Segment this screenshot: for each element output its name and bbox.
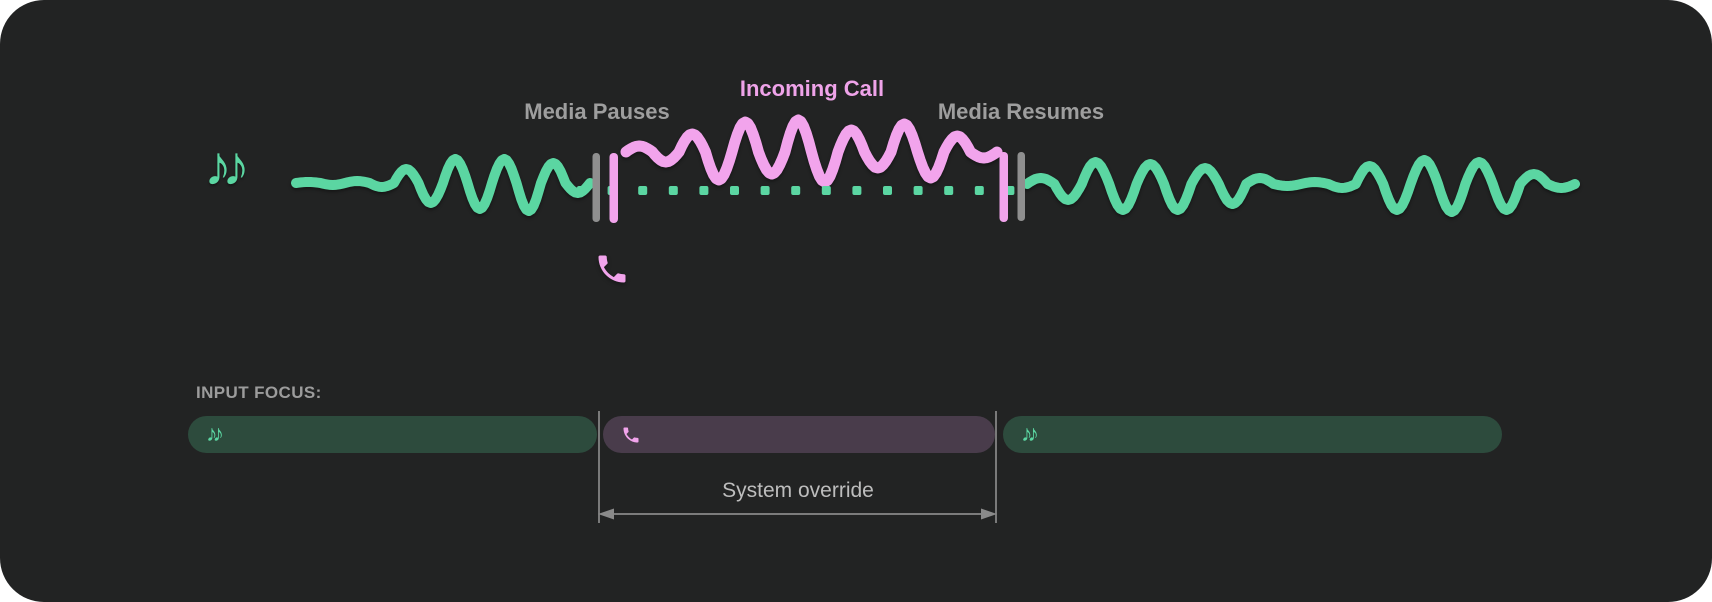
resume-marker-pink-bar [999, 152, 1008, 222]
input-focus-label: INPUT FOCUS: [196, 383, 322, 402]
music-notes-icon: ♪♪ [206, 420, 224, 446]
pause-marker-gray-bar [592, 153, 600, 222]
paused-media-dot [668, 186, 678, 195]
paused-media-dot [944, 186, 954, 195]
focus-segment-media-before: ♪♪ [188, 416, 597, 453]
system-override-arrow [598, 508, 997, 520]
incoming-call-phone-icon [598, 255, 626, 283]
media-resumes-label: Media Resumes [937, 99, 1105, 124]
media-wave-right [1022, 155, 1580, 217]
system-override-label: System override [722, 479, 874, 502]
paused-media-dot [699, 186, 709, 195]
incoming-call-label: Incoming Call [739, 76, 885, 101]
paused-media-dot [821, 186, 831, 195]
resume-marker-gray-bar [1017, 152, 1025, 221]
music-notes-icon: ♪♪ [1021, 420, 1039, 446]
paused-media-dotted-line [577, 186, 1015, 195]
media-wave-left [291, 154, 595, 216]
override-guide-line-right [995, 411, 997, 523]
media-pauses-label: Media Pauses [524, 99, 670, 124]
focus-segment-media-after: ♪♪ [1003, 416, 1502, 453]
focus-segment-call [603, 416, 995, 453]
paused-media-dot [760, 186, 770, 195]
incoming-call-wave [620, 114, 1003, 188]
paused-media-dot [974, 186, 984, 195]
paused-media-dot [852, 186, 862, 195]
paused-media-dot [730, 186, 739, 195]
paused-media-dot [883, 186, 892, 195]
override-guide-line-left [598, 411, 600, 523]
phone-icon [623, 427, 639, 442]
paused-media-dot [913, 186, 923, 195]
pause-marker-pink-bar [609, 153, 618, 223]
paused-media-dot [577, 186, 586, 195]
paused-media-dot [791, 186, 801, 195]
paused-media-dot [638, 186, 648, 195]
